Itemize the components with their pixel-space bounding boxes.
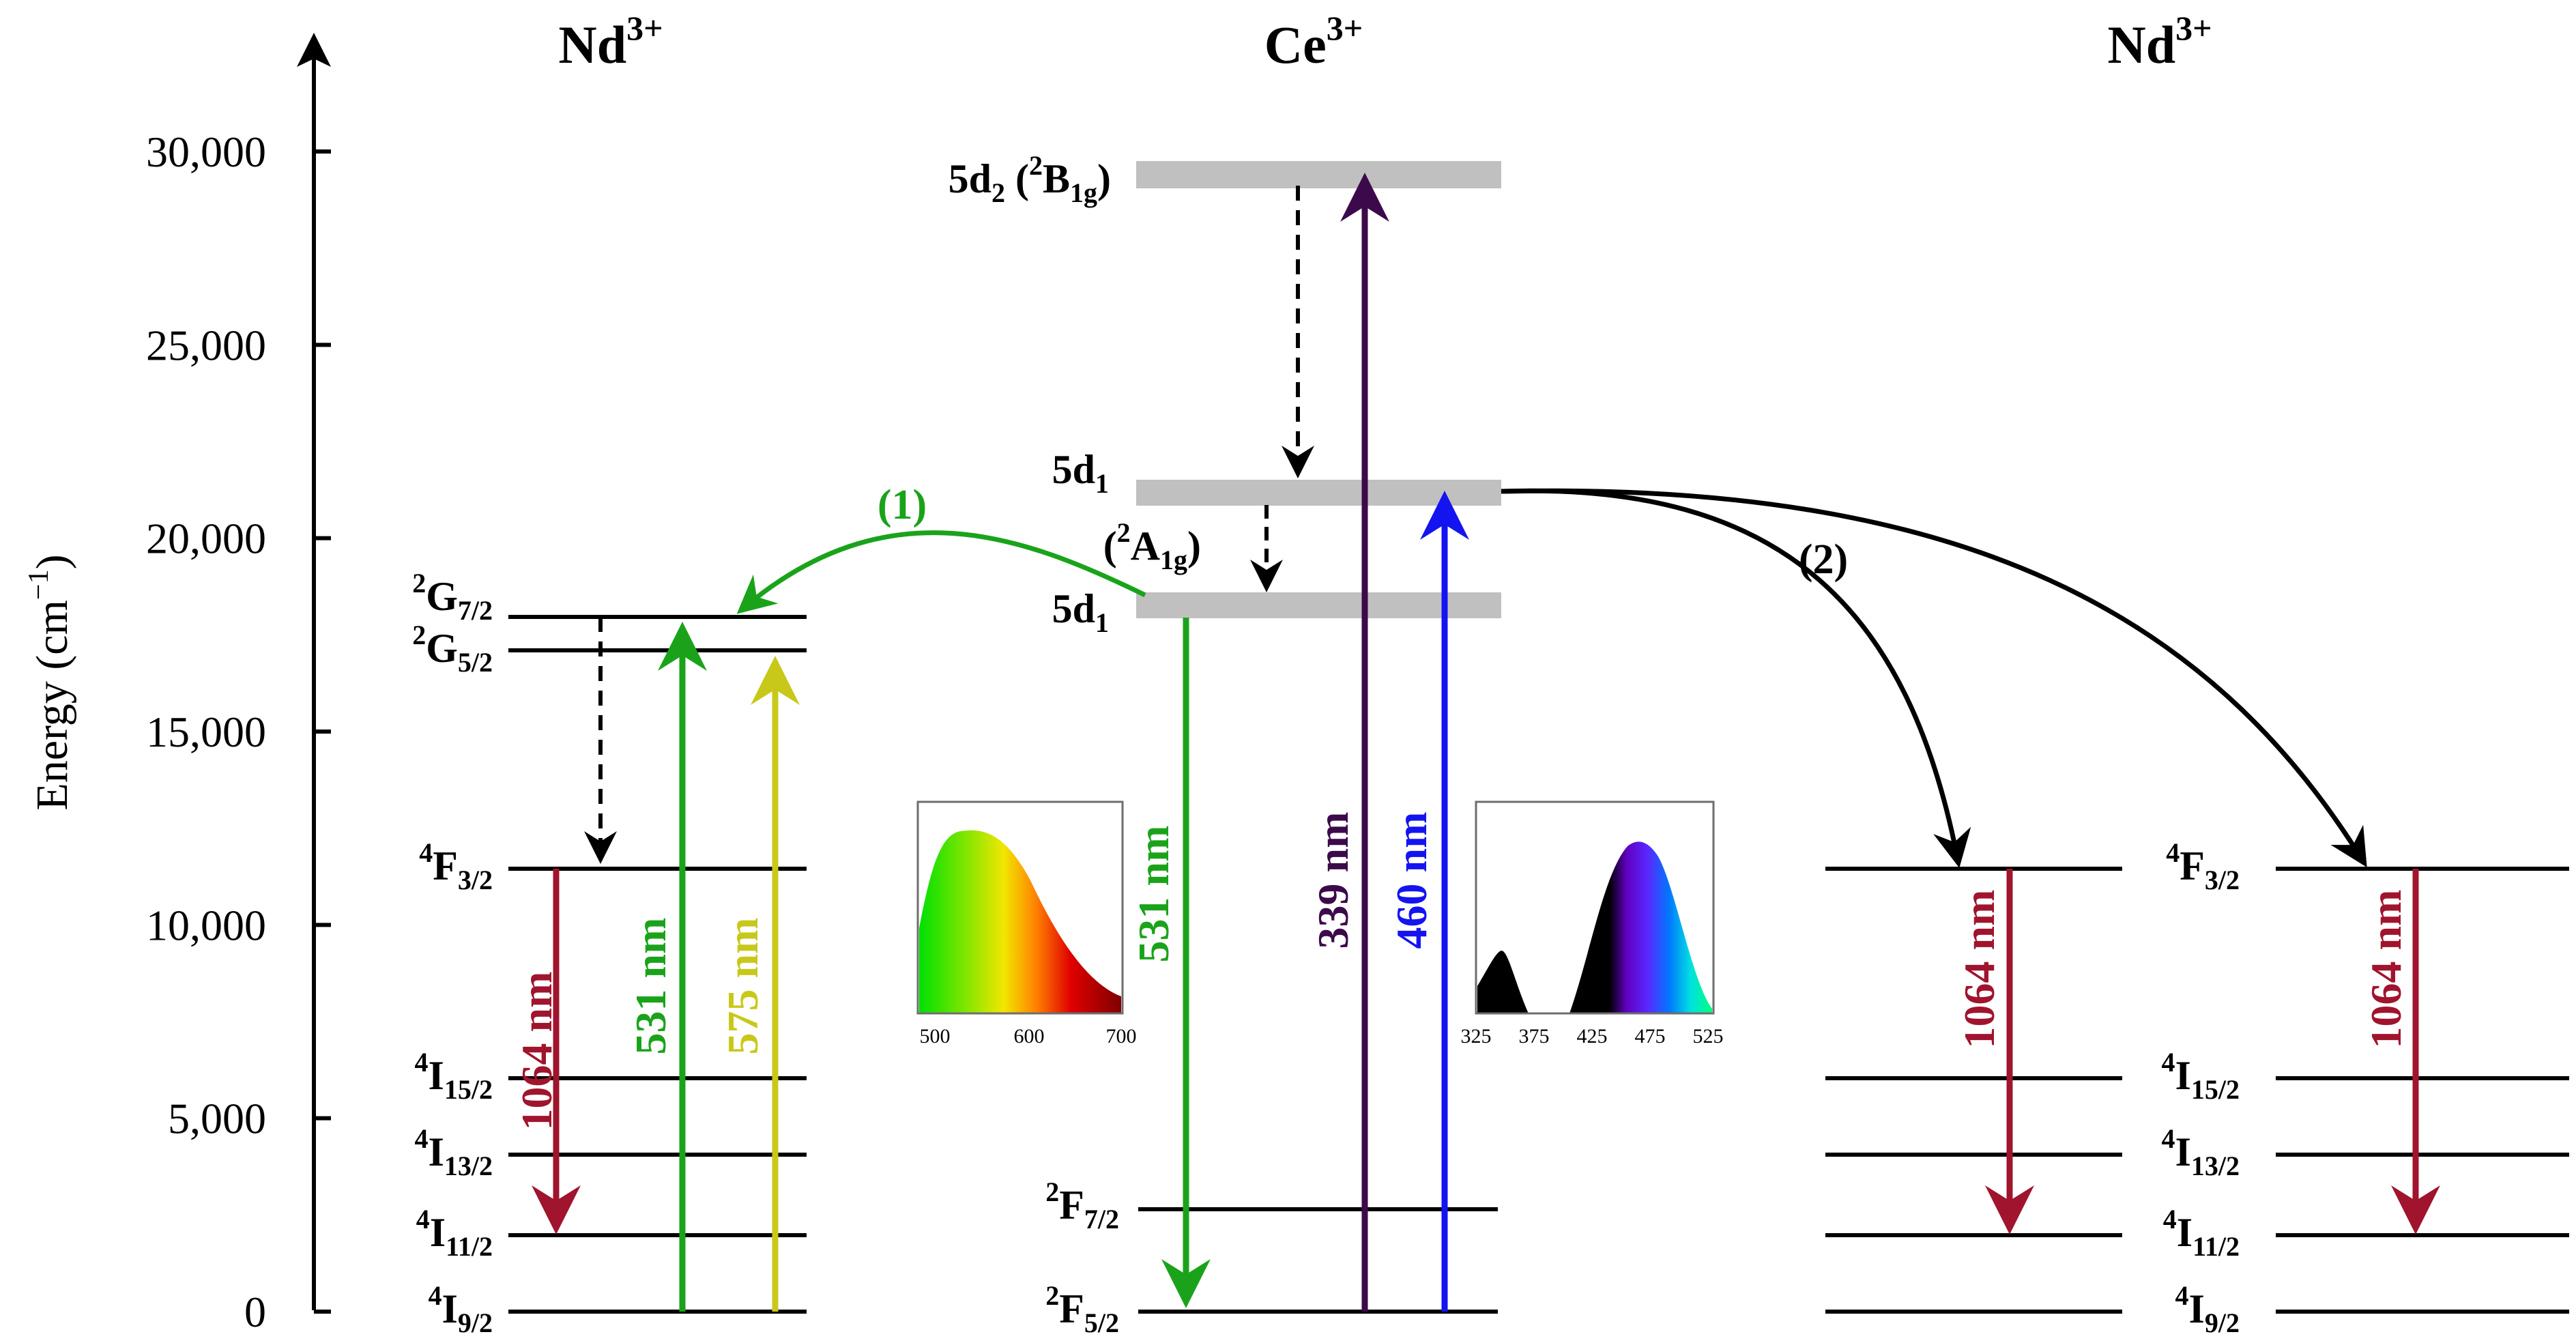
- energy-transfer-arrow-2b: [1501, 488, 2367, 867]
- band-5d2: [1136, 161, 1501, 188]
- inset-frame: [1475, 800, 1715, 1015]
- y-axis: 0 5,000 10,000 15,000 20,000 25,000 30,000 Ene…: [23, 33, 331, 1336]
- label-531-nd: 531 nm: [626, 918, 675, 1055]
- excitation-peak-blue: [1569, 841, 1712, 1013]
- inset-tick: 475: [1635, 1025, 1666, 1048]
- label-1064-right-b: 1064 nm: [2362, 890, 2410, 1049]
- ion-label-nd-left: Nd3+: [558, 9, 663, 74]
- level-label-2g72: 2G7/2: [412, 568, 493, 626]
- level-label-4i132-right: 4I13/2: [2162, 1123, 2240, 1181]
- nd-right-levels-b: [2276, 867, 2569, 1314]
- ion-label-nd-right: Nd3+: [2107, 9, 2212, 74]
- level-label-5d1-lower: 5d1: [1052, 586, 1109, 638]
- y-tick-label: 15,000: [146, 708, 266, 756]
- level-label-5d1-upper: 5d1: [1052, 447, 1109, 499]
- inset-tick: 700: [1106, 1025, 1137, 1048]
- level-label-2f72: 2F7/2: [1045, 1176, 1119, 1234]
- energy-transfer-label-2: (2): [1799, 536, 1848, 583]
- band-5d1-lower: [1136, 592, 1501, 618]
- y-tick-label: 25,000: [146, 321, 266, 369]
- inset-tick: 375: [1519, 1025, 1550, 1048]
- level-label-4i92: 4I9/2: [429, 1280, 493, 1338]
- inset-tick: 525: [1693, 1025, 1724, 1048]
- level-label-4i152-right: 4I15/2: [2162, 1047, 2240, 1105]
- nd-right-levels-a: [1825, 867, 2122, 1314]
- level-label-2a1g: (2A1g): [1103, 517, 1201, 575]
- y-axis-title: Energy (cm−1): [23, 554, 77, 810]
- y-axis-arrowhead: [297, 33, 331, 67]
- inset-excitation-spectrum: 325 375 425 475 525: [1461, 800, 1724, 1048]
- inset-tick: 600: [1014, 1025, 1045, 1048]
- emission-spectrum-curve: [919, 830, 1121, 1013]
- level-label-2g52: 2G5/2: [412, 620, 493, 678]
- level-label-4i112: 4I11/2: [416, 1204, 493, 1262]
- y-tick-label: 20,000: [146, 515, 266, 563]
- y-tick-label: 30,000: [146, 128, 266, 176]
- label-531-ce: 531 nm: [1129, 826, 1178, 963]
- label-575-nd: 575 nm: [719, 918, 767, 1055]
- level-label-4i152: 4I15/2: [415, 1047, 493, 1105]
- level-label-2f52: 2F5/2: [1045, 1280, 1119, 1338]
- excitation-peak-uv: [1477, 950, 1529, 1013]
- energy-transfer-arrow-1: [736, 530, 1146, 614]
- level-label-5d2-2b1g: 5d2 (2B1g): [949, 150, 1111, 208]
- level-label-4f32-right: 4F3/2: [2166, 837, 2240, 895]
- inset-frame: [916, 800, 1124, 1015]
- level-label-4f32: 4F3/2: [419, 837, 493, 895]
- level-label-4i92-right: 4I9/2: [2175, 1280, 2240, 1338]
- label-339: 339 nm: [1309, 812, 1357, 949]
- label-460: 460 nm: [1387, 812, 1436, 949]
- label-1064-right-a: 1064 nm: [1955, 890, 2003, 1049]
- ce-levels: 2F5/2 2F7/2 5d1 5d1 (2A1g) 5d2 (2B1g): [949, 150, 1501, 1338]
- ion-label-ce: Ce3+: [1264, 9, 1363, 74]
- y-tick-label: 10,000: [146, 901, 266, 949]
- inset-tick: 500: [920, 1025, 951, 1048]
- nd-right-level-labels: 4I9/2 4I11/2 4I13/2 4I15/2 4F3/2: [2162, 837, 2240, 1338]
- inset-tick: 425: [1577, 1025, 1608, 1048]
- label-1064-left: 1064 nm: [512, 972, 561, 1131]
- inset-tick: 325: [1461, 1025, 1492, 1048]
- y-tick-label: 5,000: [168, 1095, 266, 1143]
- energy-transfer-label-1: (1): [878, 482, 927, 528]
- y-axis-ticks: 0 5,000 10,000 15,000 20,000 25,000 30,000: [146, 128, 331, 1336]
- level-label-4i132: 4I13/2: [415, 1123, 493, 1181]
- energy-transfer-arrow-2a: [1501, 488, 1971, 868]
- y-tick-label: 0: [244, 1288, 266, 1336]
- level-label-4i112-right: 4I11/2: [2163, 1204, 2240, 1262]
- inset-emission-spectrum: 500 600 700: [916, 800, 1137, 1048]
